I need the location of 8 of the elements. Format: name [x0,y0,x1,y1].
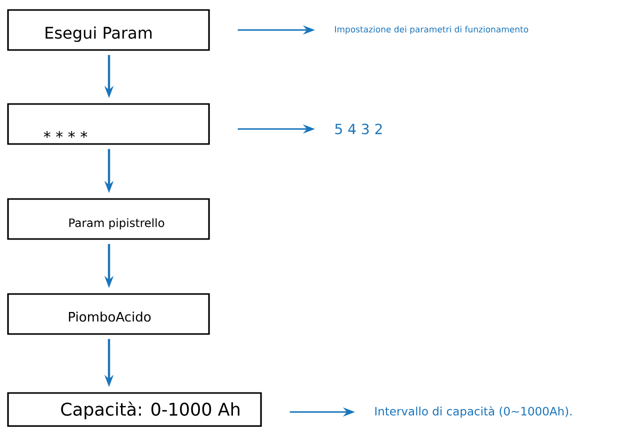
description-text: Impostazione dei parametri di funzionamento [335,26,528,34]
process-box: Capacità: 0-1000 Ah [7,392,262,427]
description-text: 5 4 3 2 [335,124,382,134]
process-box: PiomboAcido [7,293,210,335]
process-box: Param pipistrello [7,198,210,240]
process-box: * * * * [7,103,210,145]
description-text: Intervallo di capacità (0~1000Ah). [375,406,572,418]
process-box: Esegui Param [7,9,210,51]
